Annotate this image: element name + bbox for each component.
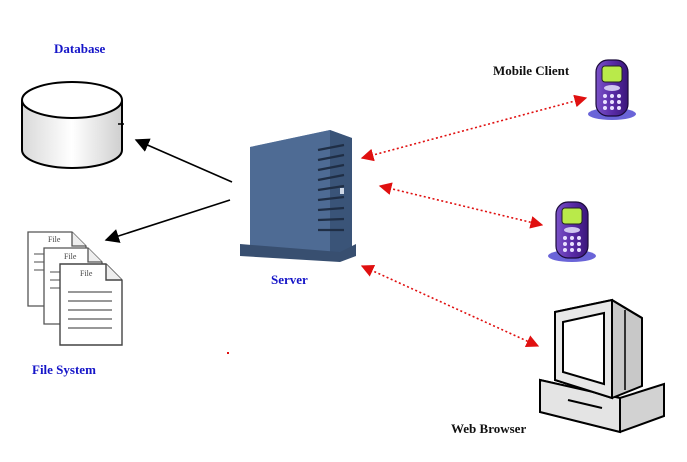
arrow-server-web-browser — [360, 264, 540, 348]
desktop-computer-icon — [539, 298, 665, 434]
arrow-server-mobile-client-middle — [378, 182, 544, 229]
server-tower-icon — [240, 130, 356, 262]
database-label: Database — [54, 41, 106, 56]
file-icon-text: File — [48, 235, 61, 244]
mobile-phone-icon — [588, 59, 636, 120]
web-browser-label: Web Browser — [451, 421, 527, 436]
arrow-server-to-file-system — [104, 199, 231, 243]
mobile-phone-icon — [548, 201, 596, 262]
file-icon-text: File — [64, 252, 77, 261]
server-label: Server — [271, 272, 308, 287]
file-system-label: File System — [32, 362, 96, 377]
document-front: File — [59, 263, 123, 346]
connections — [104, 94, 588, 354]
stray-dot — [227, 352, 229, 354]
mobile-client-label: Mobile Client — [493, 63, 570, 78]
file-icon-text: File — [80, 269, 93, 278]
arrow-server-to-database — [134, 138, 233, 183]
document-stack-icon: File File File — [27, 231, 123, 346]
arrow-server-mobile-client-top — [360, 94, 588, 162]
database-cylinder-icon — [21, 81, 124, 169]
